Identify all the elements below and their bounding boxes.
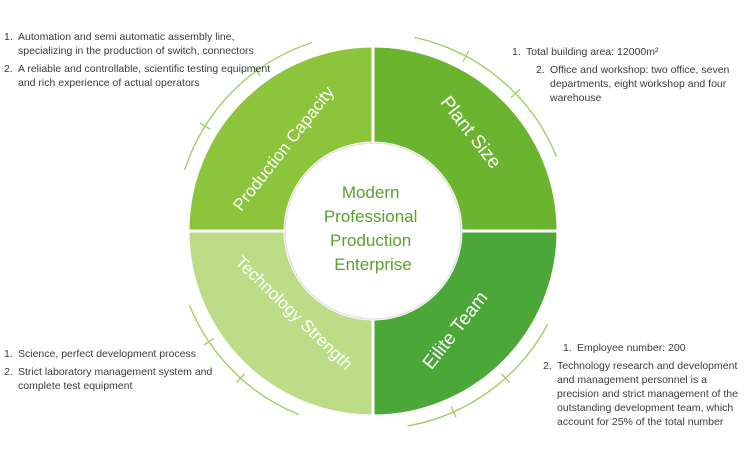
center-circle (284, 142, 462, 320)
note-number: 1. (563, 342, 572, 354)
note-number: 2. (543, 360, 552, 372)
center-title-line: Modern (342, 183, 400, 202)
note-number: 2. (4, 63, 13, 75)
decorative-arc (184, 42, 313, 171)
arc-tick (199, 122, 211, 130)
note-item: 1. Employee number: 200 (563, 341, 748, 355)
note-text: Science, perfect development process (18, 348, 197, 360)
arc-tick (450, 406, 457, 418)
notes-bottom-left: 1. Science, perfect development process 2… (4, 347, 234, 397)
decorative-arc (414, 36, 558, 158)
arc-tick (236, 373, 246, 384)
decorative-arc (188, 304, 300, 416)
center-title-line: Professional (324, 207, 418, 226)
note-item: 2. A reliable and controllable, scientifi… (4, 62, 274, 90)
note-item: 2. Technology research and development an… (543, 359, 748, 429)
note-item: 2. Strict laboratory management system an… (4, 365, 234, 393)
note-text: Automation and semi automatic assembly l… (18, 31, 254, 57)
note-number: 1. (4, 348, 13, 360)
note-number: 2. (536, 64, 545, 76)
center-title: Modern Professional Production Enterpris… (324, 183, 422, 274)
arc-tick (252, 65, 261, 77)
note-item: 1. Science, perfect development process (4, 347, 234, 361)
note-number: 1. (4, 31, 13, 43)
note-item: 1. Total building area: 12000m² (512, 45, 748, 59)
note-text: Total building area: 12000m² (526, 46, 659, 58)
note-text: Employee number: 200 (577, 342, 686, 354)
note-text: Strict laboratory management system and … (18, 366, 213, 392)
note-number: 2. (4, 366, 13, 378)
notes-top-left: 1. Automation and semi automatic assembly… (4, 30, 274, 94)
arc-tick (462, 50, 470, 62)
note-item: 2. Office and workshop: two office, seven… (536, 63, 748, 105)
note-text: Technology research and development and … (557, 360, 738, 428)
center-title-line: Production (330, 231, 411, 250)
arc-tick (203, 337, 215, 346)
note-text: A reliable and controllable, scientific … (18, 63, 271, 89)
decorative-arcs (184, 36, 558, 427)
arc-tick (500, 373, 510, 384)
notes-bottom-right: 1. Employee number: 200 2. Technology rese… (543, 341, 748, 433)
decorative-arc (407, 323, 549, 427)
center-title-line: Enterprise (334, 255, 411, 274)
arc-tick (510, 88, 521, 99)
notes-top-right: 1. Total building area: 12000m² 2. Office … (512, 45, 748, 109)
note-item: 1. Automation and semi automatic assembly… (4, 30, 274, 58)
note-text: Office and workshop: two office, seven d… (550, 64, 730, 104)
note-number: 1. (512, 46, 521, 58)
